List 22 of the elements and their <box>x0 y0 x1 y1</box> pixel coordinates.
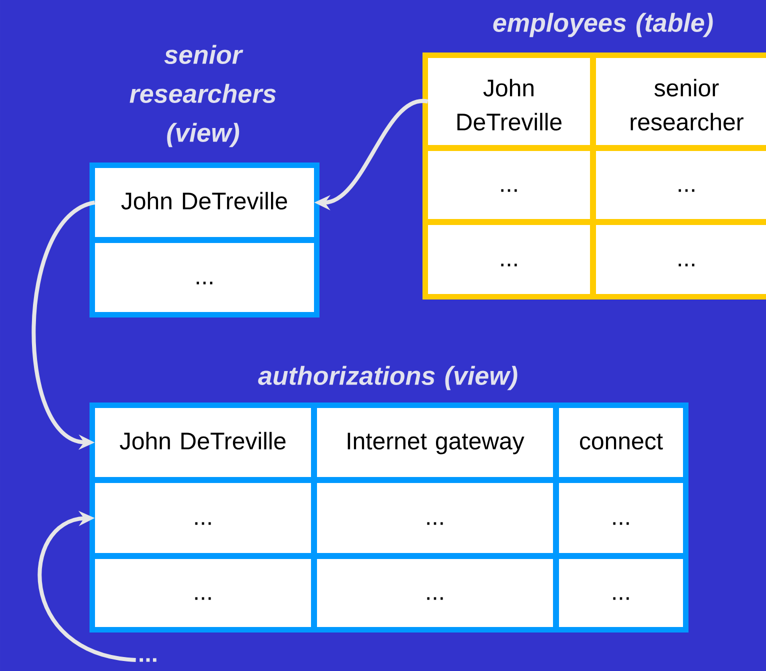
table-cell: ... <box>596 225 766 294</box>
table-cell: connect <box>559 408 683 477</box>
table-cell: ... <box>95 243 314 312</box>
curved-arrow <box>38 510 136 662</box>
table-cell: ... <box>596 151 766 219</box>
table-cell: ... <box>559 559 683 627</box>
table-heading: authorizations (view) <box>258 366 518 390</box>
ellipsis-text: ... <box>140 658 156 662</box>
table-cell: John DeTreville <box>428 58 590 145</box>
table-cell: ... <box>95 559 311 627</box>
table-cell: ... <box>428 151 590 219</box>
table-cell: senior researcher <box>596 58 766 145</box>
table-cell: John DeTreville <box>95 168 314 237</box>
table-cell: ... <box>428 225 590 294</box>
table-cell: Internet gateway <box>317 408 553 477</box>
table-heading: employees (table) <box>493 12 713 38</box>
table-cell: ... <box>317 559 553 627</box>
table-cell: ... <box>317 483 553 553</box>
table-heading: senior researchers (view) <box>130 44 276 148</box>
table-cell: ... <box>95 483 311 553</box>
table-cell: John DeTreville <box>95 408 311 477</box>
table-cell: ... <box>559 483 683 553</box>
